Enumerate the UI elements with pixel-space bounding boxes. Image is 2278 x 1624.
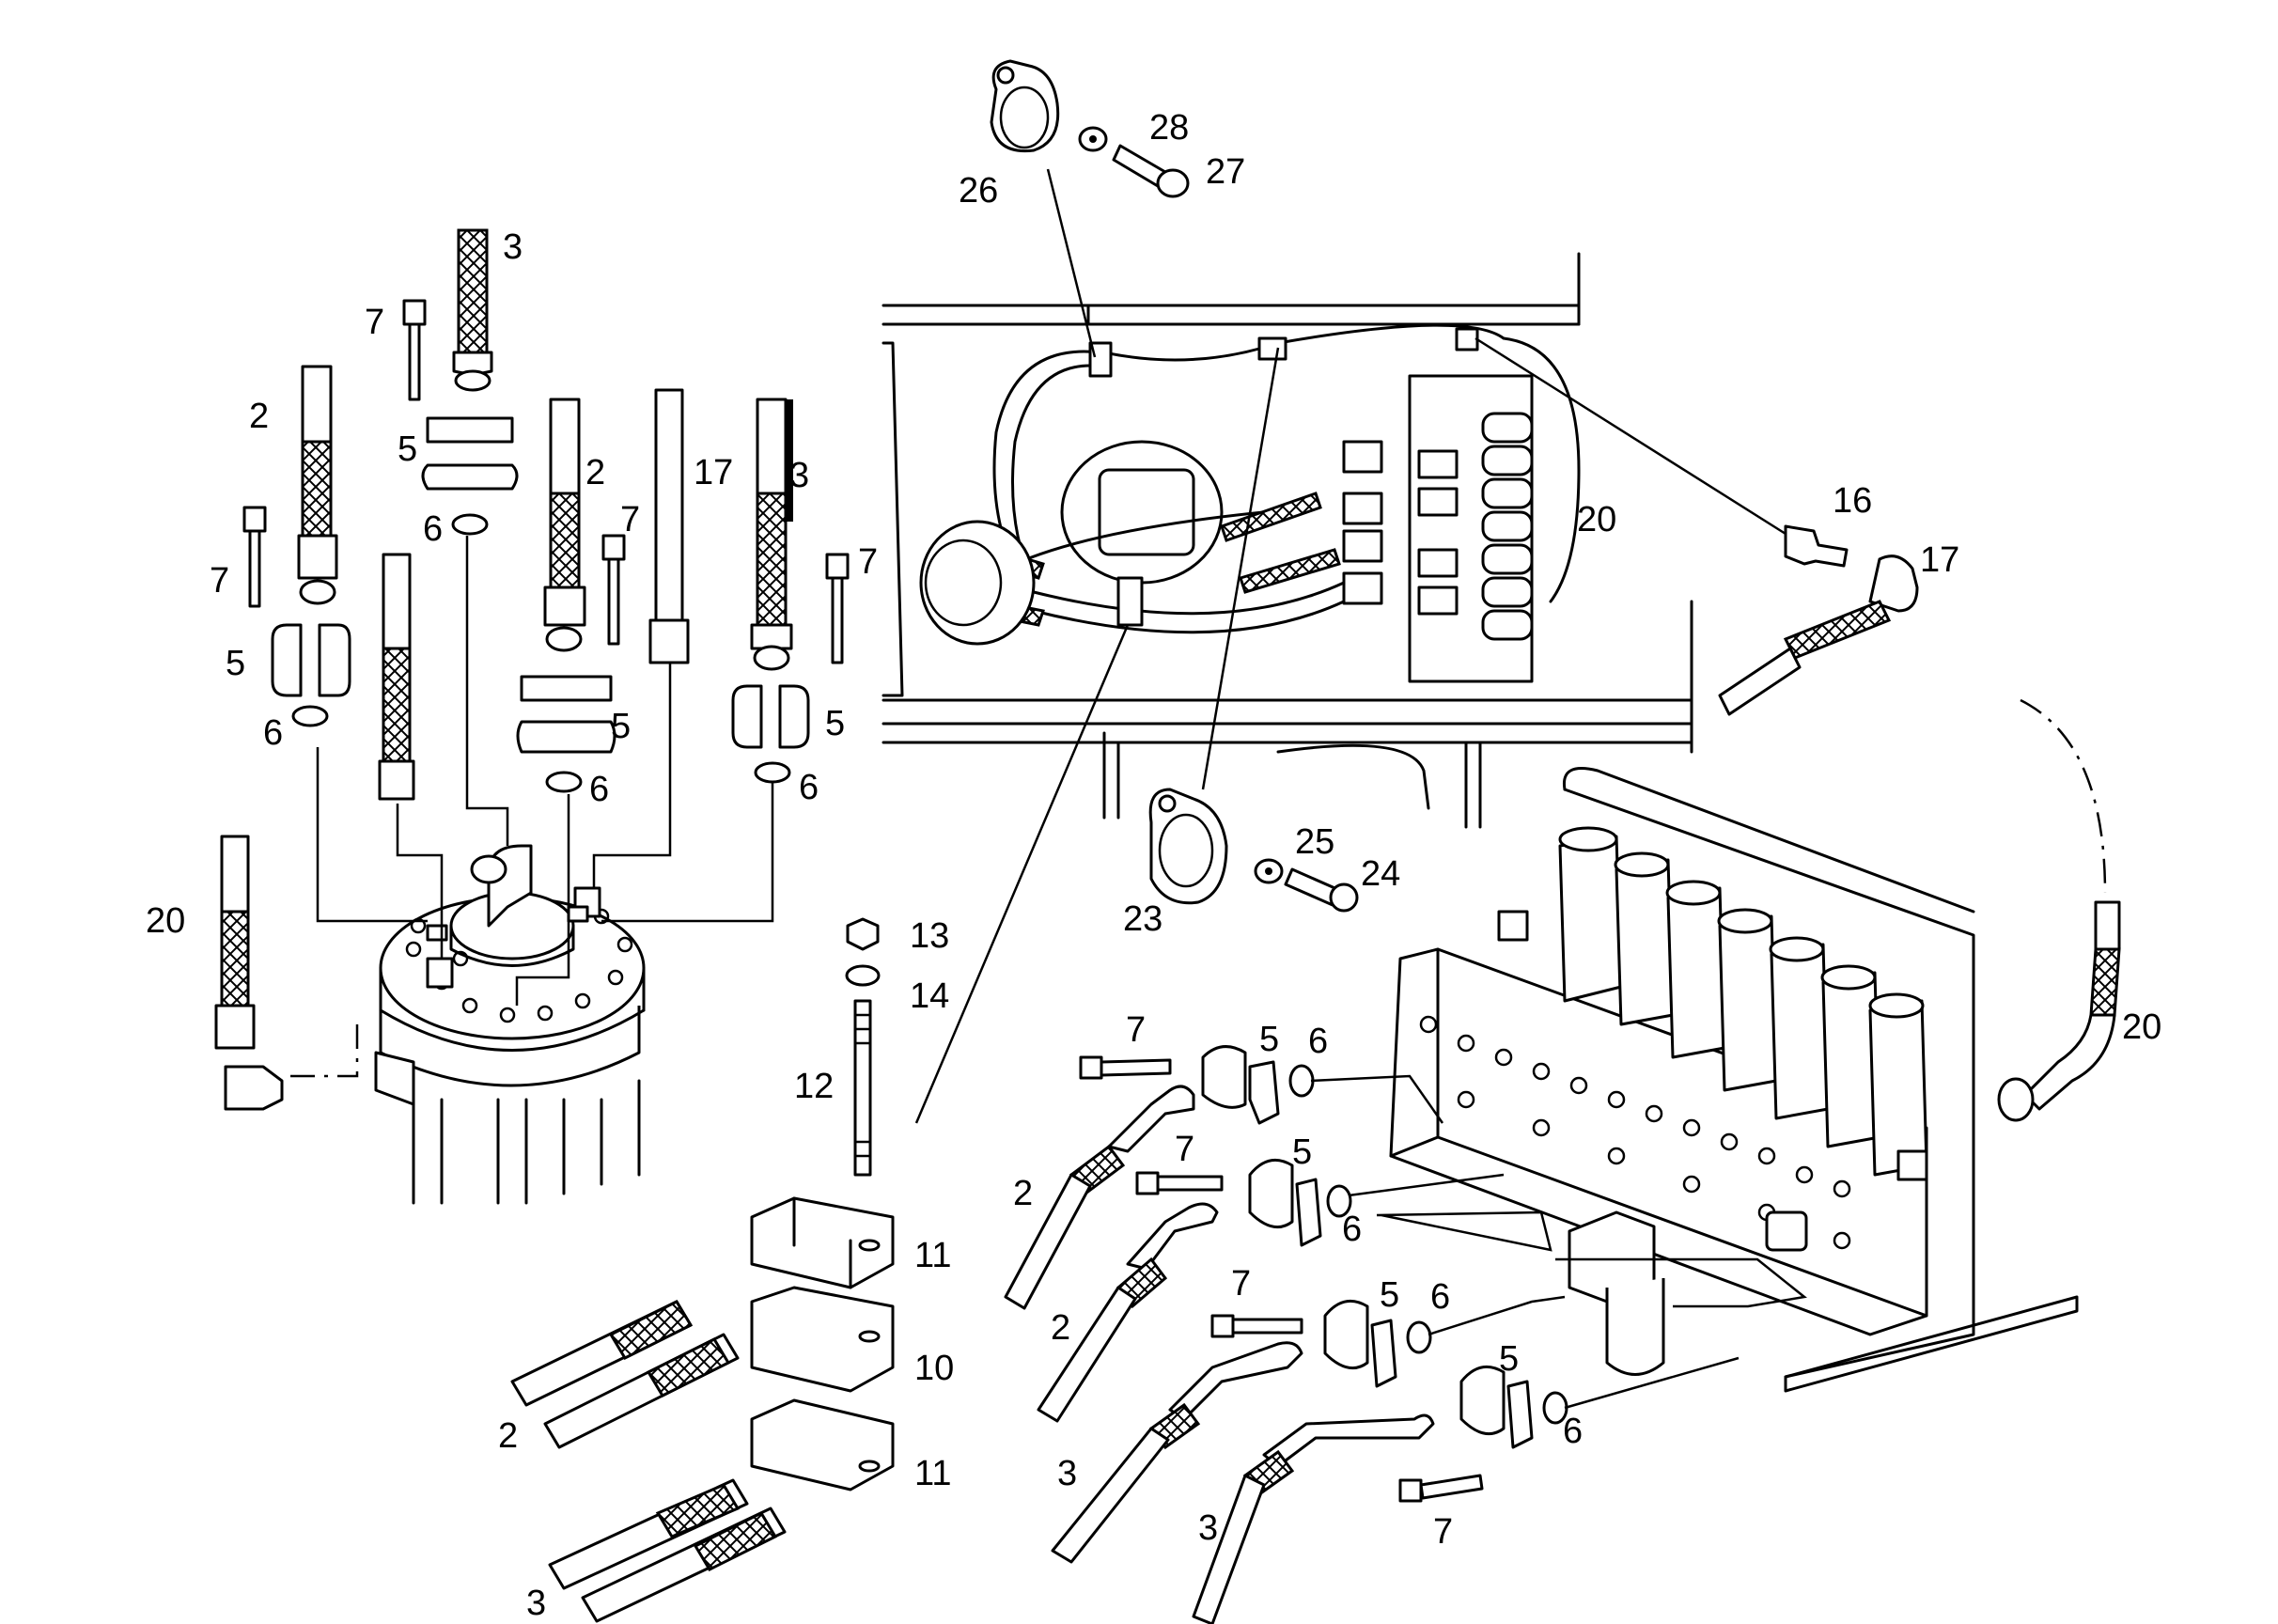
fitting-16-hose-17: [1474, 336, 1919, 716]
callout-14: 14: [910, 976, 949, 1016]
callout-11-bottom: 11: [914, 1454, 951, 1493]
control-valve-block: [1389, 698, 2121, 1393]
callout-25: 25: [1295, 822, 1334, 862]
callout-3-row4: 3: [1198, 1508, 1218, 1548]
valve-hose-assemblies: [1004, 1045, 1740, 1624]
clamp-23-assembly: [1148, 347, 1359, 913]
callout-5-left: 5: [226, 644, 245, 683]
callout-3-bottom: 3: [526, 1584, 546, 1623]
callout-7-left: 7: [210, 561, 229, 601]
callout-5-top: 5: [398, 429, 417, 469]
leader-line: [914, 624, 1130, 1124]
callout-28: 28: [1149, 108, 1189, 148]
callout-23: 23: [1123, 899, 1162, 939]
callout-5-row3: 5: [1380, 1275, 1399, 1315]
callout-5-right: 5: [825, 704, 845, 743]
callout-27: 27: [1206, 152, 1245, 192]
callout-7-right: 7: [858, 542, 878, 582]
callout-5-row2: 5: [1292, 1132, 1312, 1172]
callout-16: 16: [1833, 481, 1872, 521]
frame-hose-routing: [882, 252, 1693, 829]
callout-6-left: 6: [263, 713, 283, 753]
callout-7-center: 7: [620, 500, 640, 539]
callout-17-left: 17: [694, 453, 733, 492]
callout-3-top: 3: [503, 227, 523, 267]
callout-2-center: 2: [585, 453, 605, 492]
callout-5-row4: 5: [1499, 1339, 1519, 1379]
callout-13: 13: [910, 916, 949, 956]
callout-6-row4: 6: [1563, 1412, 1583, 1451]
callout-7-row4: 7: [1433, 1512, 1453, 1552]
callout-5-row1: 5: [1259, 1020, 1279, 1059]
clamp-26-assembly: [990, 59, 1190, 358]
callout-3-row3: 3: [1057, 1454, 1077, 1493]
callout-11-top: 11: [914, 1236, 951, 1275]
callout-labels: 3 7 2 5 6 2 7 17 3 7 7 5 5 6 5 6 6 20 28…: [146, 108, 2161, 1623]
callout-3-right: 3: [789, 456, 809, 495]
callout-24: 24: [1361, 854, 1400, 894]
callout-6-top: 6: [423, 509, 443, 549]
callout-6-center: 6: [589, 770, 609, 809]
callout-2-row2: 2: [1051, 1308, 1070, 1348]
callout-7-top: 7: [365, 303, 384, 342]
callout-7-row2: 7: [1175, 1130, 1194, 1169]
callout-20-left: 20: [146, 901, 185, 941]
callout-2-row1: 2: [1013, 1174, 1033, 1213]
callout-17-right: 17: [1920, 540, 1959, 580]
callout-6-right: 6: [799, 768, 819, 807]
callout-2-bottom: 2: [498, 1416, 518, 1456]
callout-20-top: 20: [1577, 500, 1616, 539]
callout-6-row3: 6: [1430, 1277, 1450, 1317]
clamp-block-assembly: [510, 917, 895, 1623]
callout-26: 26: [959, 171, 998, 211]
callout-12: 12: [794, 1067, 834, 1106]
callout-6-row2: 6: [1342, 1210, 1362, 1249]
cylinder-assembly: [214, 228, 850, 1205]
callout-20-right: 20: [2122, 1007, 2161, 1047]
callout-2-left: 2: [249, 397, 269, 436]
callout-10: 10: [914, 1349, 954, 1388]
callout-7-row3: 7: [1231, 1264, 1251, 1304]
callout-5-center: 5: [611, 707, 631, 746]
callout-6-row1: 6: [1308, 1022, 1328, 1061]
callout-7-row1: 7: [1126, 1010, 1146, 1050]
